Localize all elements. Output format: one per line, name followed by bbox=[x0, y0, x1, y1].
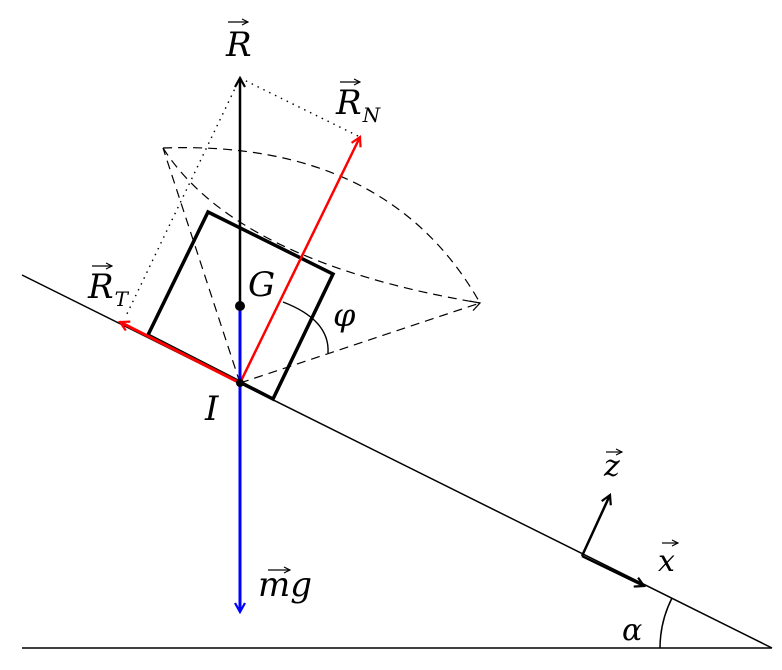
contact-point-label: I bbox=[204, 389, 219, 429]
alpha-label: α bbox=[622, 613, 642, 648]
force-parallelogram bbox=[124, 77, 361, 319]
z-axis-arrow bbox=[580, 495, 610, 557]
x-axis-label: x bbox=[658, 544, 675, 579]
normal-force-label: RN bbox=[335, 83, 382, 127]
normal-force-arrow bbox=[238, 137, 360, 384]
z-axis-label: z bbox=[603, 449, 620, 484]
contact-point bbox=[236, 379, 244, 387]
block bbox=[145, 209, 336, 402]
friction-cone bbox=[162, 147, 482, 384]
center-of-mass-label: G bbox=[248, 265, 275, 305]
weight-label: mg bbox=[258, 565, 312, 605]
x-axis-arrow bbox=[581, 554, 644, 586]
vector-hats bbox=[92, 22, 678, 570]
phi-label: φ bbox=[333, 296, 356, 334]
tangent-force-label: RT bbox=[87, 267, 130, 311]
center-of-mass-point bbox=[235, 301, 245, 311]
resultant-force-label: R bbox=[225, 25, 252, 65]
alpha-angle-arc bbox=[659, 597, 673, 649]
tangent-force-arrow bbox=[120, 322, 241, 385]
phi-angle-arc bbox=[282, 301, 329, 354]
